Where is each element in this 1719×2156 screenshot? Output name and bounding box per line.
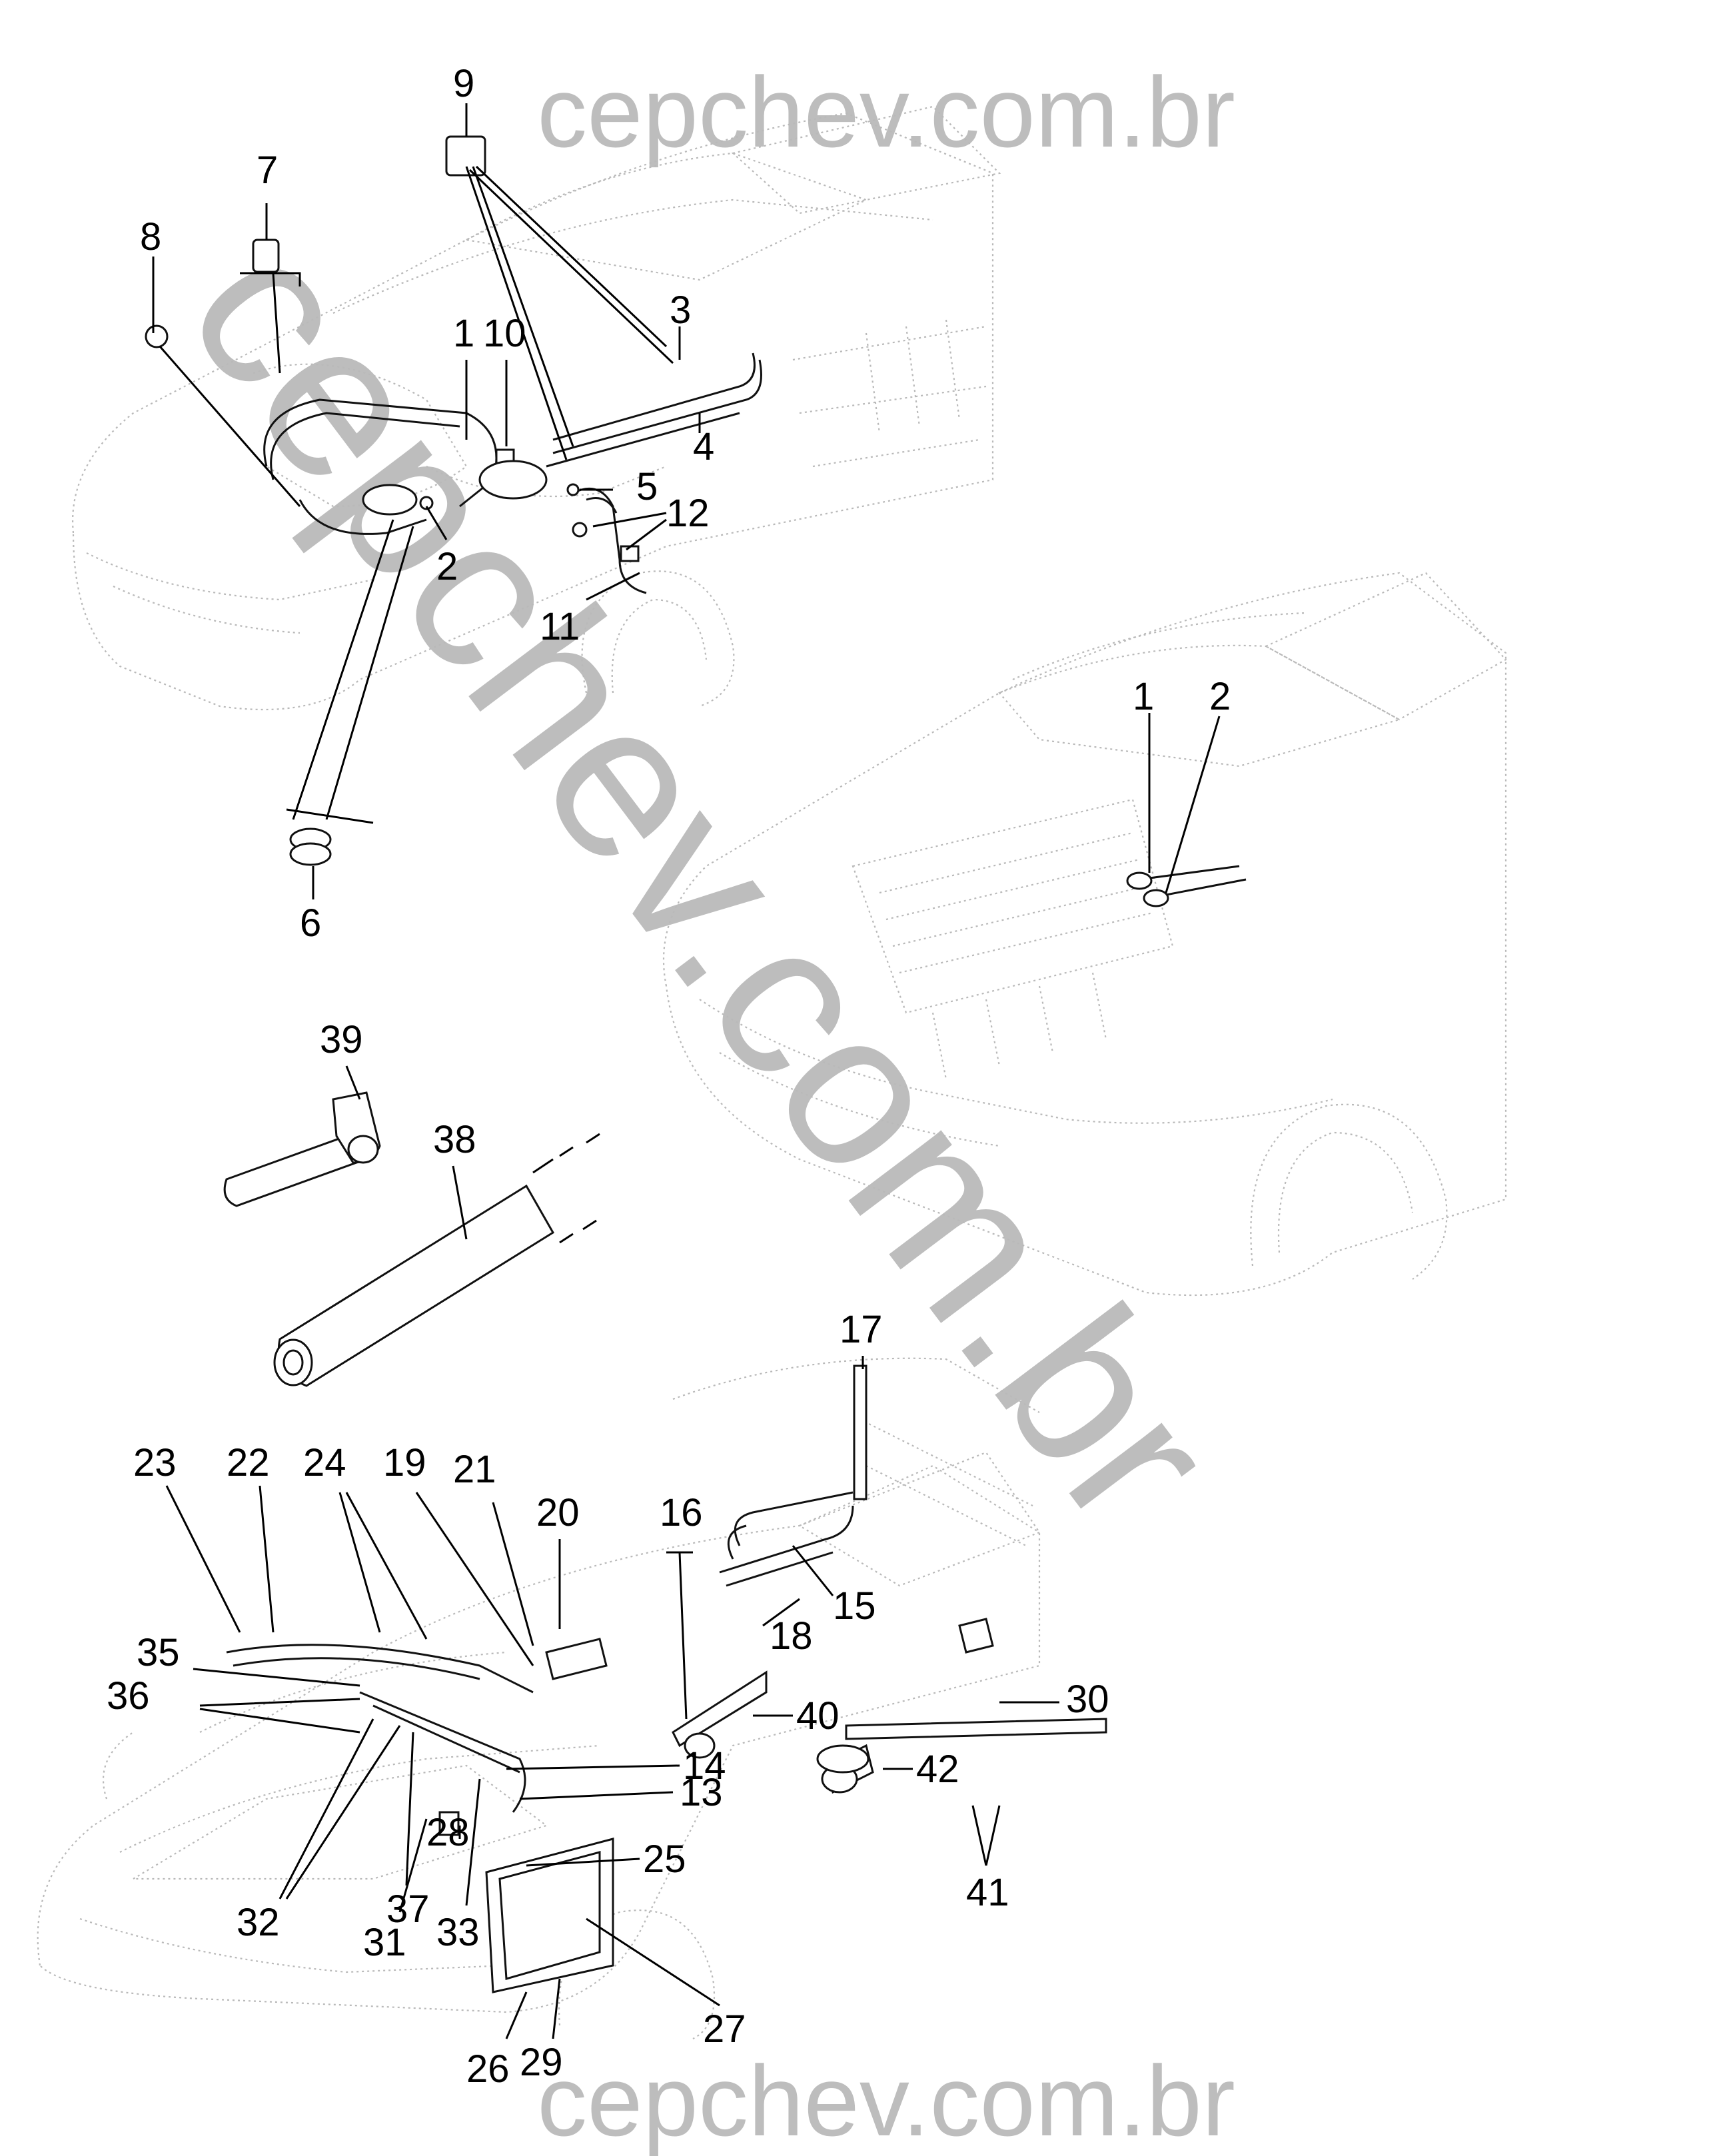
callout-8: 8 [140, 215, 161, 259]
callout-29: 29 [520, 2041, 563, 2084]
callout-40: 40 [796, 1694, 840, 1738]
callout-14: 14 [683, 1744, 726, 1788]
callout-right-2: 2 [1209, 675, 1231, 718]
callout-35: 35 [137, 1631, 180, 1674]
callout-4: 4 [693, 425, 714, 468]
vehicle-outline-top [72, 105, 1001, 711]
watermark-top: cepchev.com.br [537, 56, 1235, 168]
callout-21: 21 [453, 1448, 496, 1491]
callout-36: 36 [107, 1674, 150, 1718]
callouts-bottom: 17 23 22 24 19 21 20 16 35 36 18 15 30 4… [107, 1308, 1109, 2091]
callout-16: 16 [660, 1491, 703, 1534]
callout-17: 17 [840, 1308, 883, 1351]
callout-12: 12 [666, 492, 710, 535]
top-assembly [145, 135, 762, 866]
callout-3: 3 [670, 288, 691, 332]
callout-37: 37 [386, 1887, 430, 1931]
callout-33: 33 [436, 1911, 480, 1954]
vehicle-outline-right [662, 572, 1507, 1297]
callout-5: 5 [636, 465, 658, 508]
middle-assembly [223, 1091, 600, 1387]
callouts-top: 9 7 8 1 10 3 5 4 12 2 11 6 [140, 62, 714, 945]
callout-2: 2 [436, 545, 458, 588]
callout-right-1: 1 [1133, 675, 1154, 718]
callout-41: 41 [966, 1871, 1009, 1914]
callouts-middle: 39 38 [320, 1018, 476, 1161]
callout-1: 1 [453, 312, 474, 355]
callout-22: 22 [227, 1441, 270, 1484]
callout-32: 32 [237, 1901, 280, 1944]
callout-31: 31 [363, 1921, 406, 1964]
callout-20: 20 [536, 1491, 580, 1534]
callout-10: 10 [483, 312, 526, 355]
callout-30: 30 [1066, 1678, 1109, 1721]
callout-39: 39 [320, 1018, 363, 1061]
callout-27: 27 [703, 2007, 746, 2051]
callout-13: 13 [680, 1771, 723, 1814]
callout-23: 23 [133, 1441, 177, 1484]
watermark-bottom: cepchev.com.br [537, 2045, 1235, 2156]
callout-24: 24 [303, 1441, 346, 1484]
callout-28: 28 [426, 1811, 470, 1854]
callout-19: 19 [383, 1441, 426, 1484]
right-assembly [1126, 865, 1247, 907]
callout-25: 25 [643, 1838, 686, 1881]
leader-lines [152, 103, 1221, 2039]
callout-7: 7 [257, 149, 278, 192]
callout-15: 15 [833, 1584, 876, 1628]
callout-6: 6 [300, 901, 321, 945]
callout-38: 38 [433, 1118, 476, 1161]
callout-9: 9 [453, 62, 474, 105]
callout-26: 26 [466, 2047, 510, 2091]
vehicle-outline-bottom [37, 1357, 1041, 2039]
callout-42: 42 [916, 1748, 959, 1791]
callout-11: 11 [540, 605, 580, 648]
callouts-right: 1 2 [1133, 675, 1231, 718]
bottom-assembly [226, 1364, 1107, 1993]
callout-18: 18 [770, 1614, 813, 1658]
